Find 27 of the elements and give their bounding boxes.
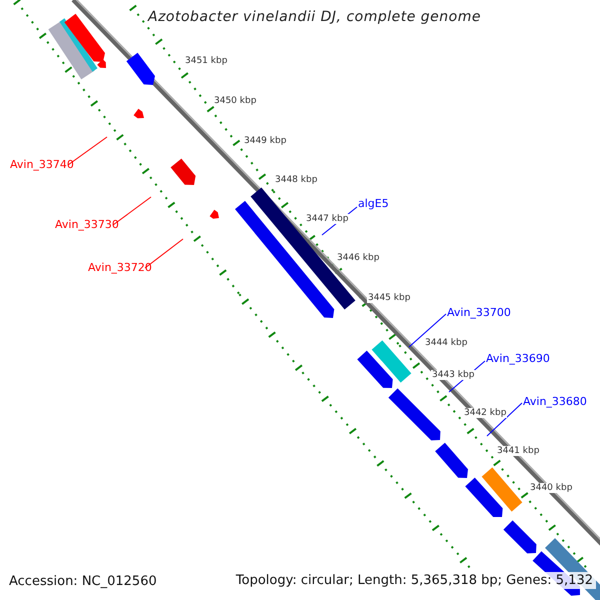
leader-line [144, 238, 184, 268]
gene-label: Avin_33690 [486, 352, 550, 365]
scale-label: 3441 kbp [496, 446, 540, 456]
scale-label: 3451 kbp [184, 56, 228, 66]
leader-line [68, 136, 108, 166]
leader-line [112, 196, 152, 226]
scale-label: 3444 kbp [424, 338, 468, 348]
accession-note: Accession: NC_012560 [9, 574, 157, 589]
scale-label: 3440 kbp [529, 483, 574, 493]
scale-label: 3448 kbp [274, 175, 318, 185]
scale-label: 3447 kbp [305, 214, 350, 224]
scale-label: 3445 kbp [367, 293, 412, 303]
gene-label: Avin_33680 [523, 395, 587, 408]
scale-label: 3450 kbp [213, 96, 258, 106]
scale-label: 3449 kbp [243, 136, 288, 146]
scale-label: 3442 kbp [463, 408, 508, 418]
gene-label: Avin_33700 [447, 306, 511, 319]
gene-label: Avin_33720 [88, 261, 152, 274]
genome-stats-note: Topology: circular; Length: 5,365,318 bp; Genes: 5,132 [232, 572, 596, 589]
leader-line [486, 402, 522, 436]
leader-line [408, 314, 446, 348]
map-title: Azotobacter vinelandii DJ, complete genome [148, 9, 481, 25]
gene-label: Avin_33740 [10, 158, 74, 171]
scale-label: 3443 kbp [431, 370, 476, 380]
gene-label: algE5 [358, 197, 389, 210]
scale-label: 3446 kbp [336, 253, 380, 263]
gene-label: Avin_33730 [55, 218, 119, 231]
